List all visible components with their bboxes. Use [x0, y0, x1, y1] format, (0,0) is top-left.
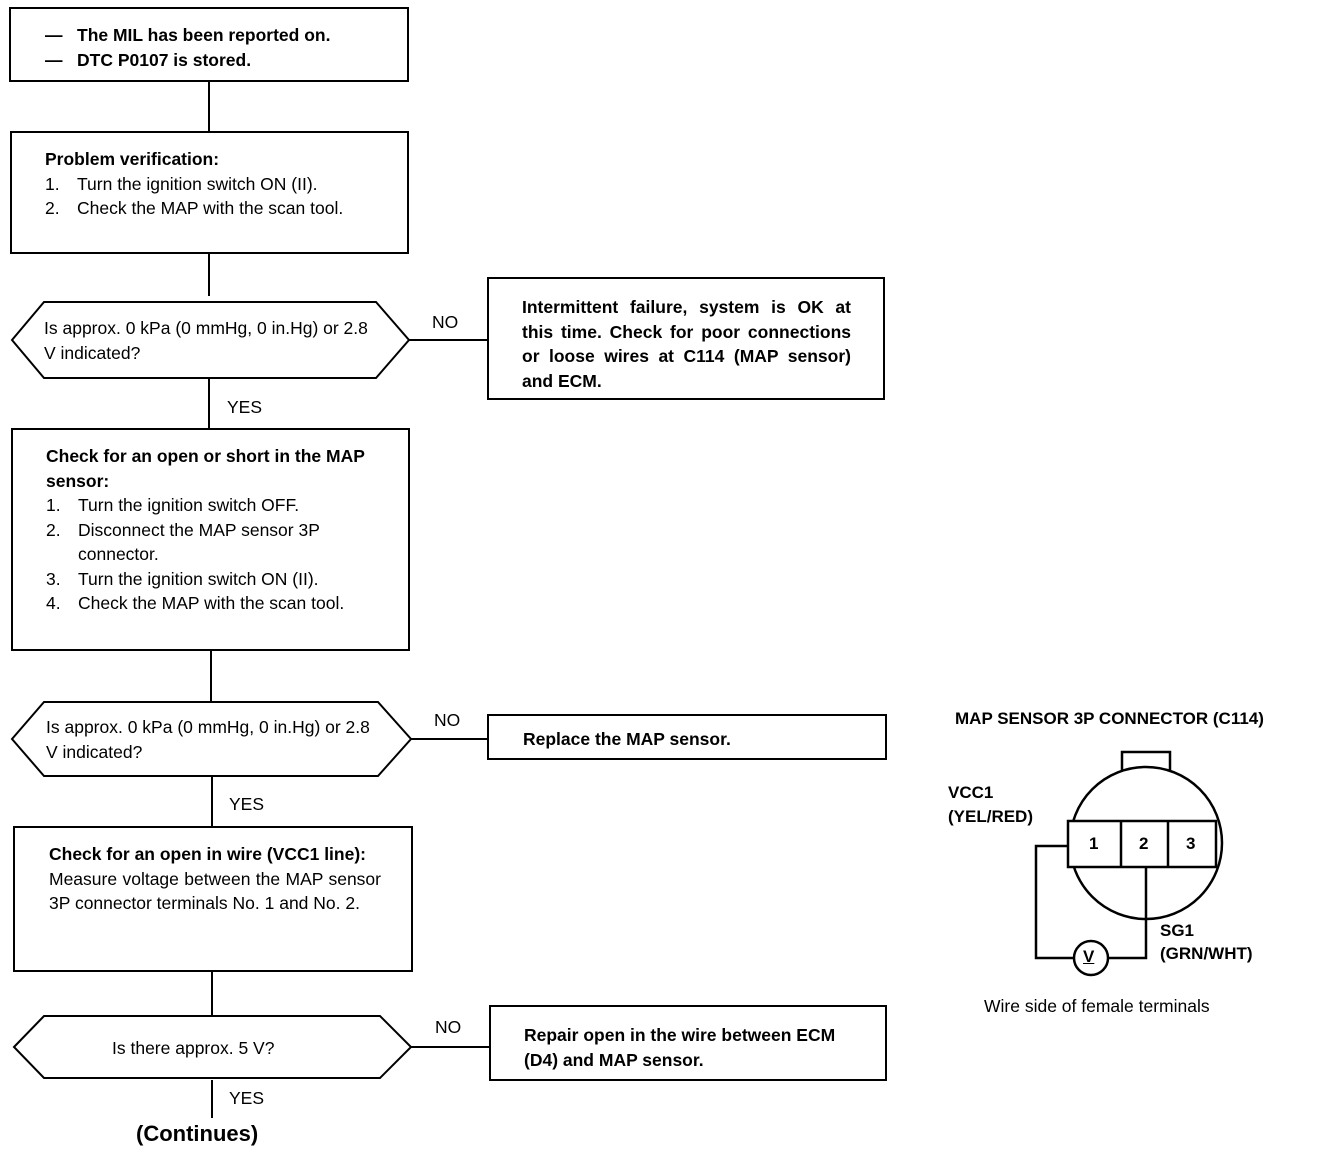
continues-label: (Continues) [136, 1121, 259, 1146]
check-sensor-step: 1.Turn the ignition switch OFF. [46, 495, 300, 515]
vcc1-color: (YEL/RED) [948, 807, 1033, 826]
probe-wire-vcc1 [1034, 844, 1074, 960]
decision1-shape [10, 301, 411, 379]
sg1-label: SG1 [1160, 921, 1195, 940]
decision2-question: Is approx. 0 kPa (0 mmHg, 0 in.Hg) or 2.… [46, 717, 370, 762]
terminal-2: 2 [1139, 834, 1149, 853]
verify-box: Problem verification: 1.Turn the ignitio… [10, 131, 409, 254]
decision2-yes-label: YES [229, 794, 265, 814]
check-wire-box: Check for an open in wire (VCC1 line): M… [13, 826, 413, 972]
repair-box: Repair open in the wire between ECM (D4)… [489, 1005, 887, 1081]
decision3-question: Is there approx. 5 V? [112, 1038, 275, 1058]
voltmeter-label: V [1083, 947, 1095, 966]
dash-bullet: — [45, 49, 63, 70]
start-item: —DTC P0107 is stored. [43, 48, 397, 73]
verify-step: 1.Turn the ignition switch ON (II). [45, 173, 318, 194]
decision3-yes-label: YES [229, 1088, 265, 1108]
check-wire-text: Measure voltage between the MAP sensor 3… [49, 868, 381, 914]
decision3-no-label: NO [435, 1017, 462, 1037]
decision2-no-label: NO [434, 710, 461, 730]
connector-caption: Wire side of female terminals [984, 996, 1210, 1016]
decision3-shape [12, 1015, 413, 1079]
decision2-shape [10, 701, 413, 777]
terminal-1: 1 [1089, 834, 1099, 853]
decision1-no-label: NO [432, 312, 459, 332]
decision1-question: Is approx. 0 kPa (0 mmHg, 0 in.Hg) or 2.… [44, 318, 368, 363]
probe-wire-sg1 [1108, 867, 1148, 960]
terminal-3: 3 [1186, 834, 1196, 853]
check-sensor-title: Check for an open or short in the MAP se… [46, 446, 365, 491]
check-sensor-step: 4.Check the MAP with the scan tool. [46, 593, 345, 613]
check-sensor-step: 2.Disconnect the MAP sensor 3P connector… [46, 519, 320, 565]
check-wire-title: Check for an open in wire (VCC1 line): [49, 844, 366, 864]
terminal-block [1066, 819, 1218, 869]
dash-bullet: — [45, 25, 63, 45]
intermittent-box: Intermittent failure, system is OK at th… [487, 277, 885, 400]
verify-title: Problem verification: [45, 149, 220, 169]
replace-box: Replace the MAP sensor. [487, 714, 887, 760]
check-sensor-box: Check for an open or short in the MAP se… [11, 428, 410, 651]
voltmeter-icon [1072, 939, 1110, 977]
start-item: —The MIL has been reported on. [43, 23, 397, 48]
vcc1-label: VCC1 [948, 783, 994, 802]
check-sensor-step: 3.Turn the ignition switch ON (II). [46, 568, 319, 589]
verify-step: 2.Check the MAP with the scan tool. [45, 198, 344, 218]
decision1-yes-label: YES [227, 397, 263, 417]
connector-diagram [1034, 750, 1224, 977]
connector-title: MAP SENSOR 3P CONNECTOR (C114) [955, 709, 1264, 728]
start-box: —The MIL has been reported on. —DTC P010… [9, 7, 409, 82]
sg1-color: (GRN/WHT) [1160, 944, 1253, 963]
